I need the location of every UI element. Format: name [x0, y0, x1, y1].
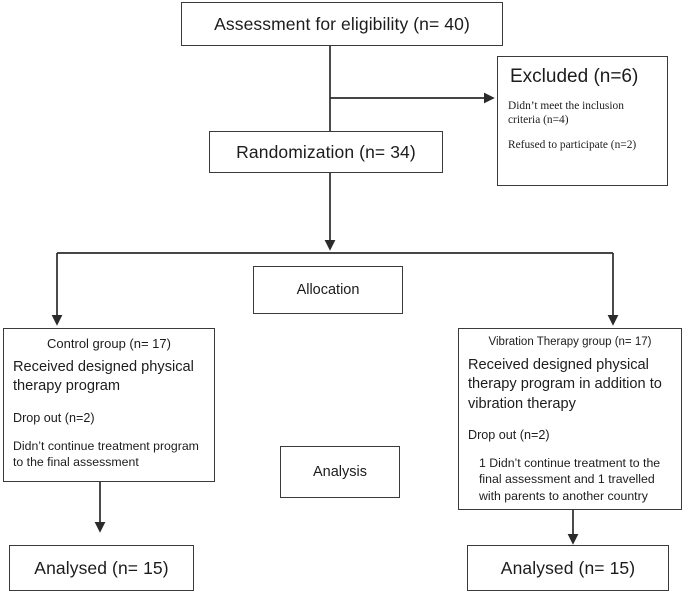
- vibration-group-dropout-detail: 1 Didn’t continue treatment to the final…: [479, 456, 661, 503]
- assessment-box: Assessment for eligibility (n= 40): [181, 2, 503, 46]
- vibration-analysed-label: Analysed (n= 15): [500, 557, 636, 578]
- control-group-dropout-detail: Didn’t continue treatment program to the…: [13, 438, 199, 470]
- control-group-dropout-label: Drop out (n=2): [13, 410, 95, 425]
- analysis-stage-box: Analysis: [280, 446, 400, 498]
- excluded-reason-inclusion: Didn’t meet the inclusion criteria (n=4): [508, 100, 624, 127]
- control-analysed-box: Analysed (n= 15): [9, 545, 194, 591]
- randomization-box: Randomization (n= 34): [209, 131, 443, 173]
- excluded-box: Excluded (n=6) Didn’t meet the inclusion…: [497, 56, 668, 186]
- vibration-group-header: Vibration Therapy group (n= 17): [488, 336, 652, 348]
- vibration-group-dropout-label: Drop out (n=2): [468, 427, 550, 442]
- allocation-stage-label: Allocation: [296, 282, 360, 298]
- control-analysed-label: Analysed (n= 15): [34, 557, 169, 578]
- assessment-label: Assessment for eligibility (n= 40): [214, 13, 470, 34]
- randomization-label: Randomization (n= 34): [236, 141, 416, 162]
- analysis-stage-label: Analysis: [313, 464, 367, 480]
- control-group-header: Control group (n= 17): [47, 336, 171, 351]
- allocation-stage-box: Allocation: [253, 266, 403, 314]
- excluded-title: Excluded (n=6): [510, 66, 639, 87]
- excluded-reason-refused: Refused to participate (n=2): [508, 139, 637, 152]
- control-group-box: Control group (n= 17) Received designed …: [3, 328, 215, 482]
- control-group-intervention: Received designed physical therapy progr…: [13, 359, 194, 395]
- vibration-group-intervention: Received designed physical therapy progr…: [468, 357, 662, 412]
- vibration-group-box: Vibration Therapy group (n= 17) Received…: [458, 328, 682, 510]
- vibration-analysed-box: Analysed (n= 15): [467, 545, 669, 591]
